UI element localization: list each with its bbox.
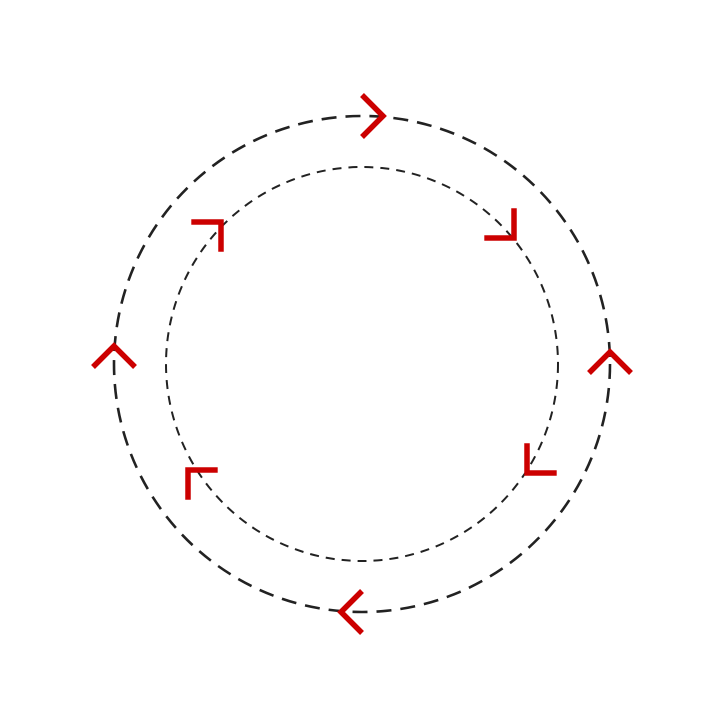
chevron-down-right-icon bbox=[484, 208, 517, 241]
outer-ring bbox=[112, 114, 612, 614]
outer-ring-arrows bbox=[91, 93, 633, 635]
chevron-up-right-icon bbox=[191, 219, 224, 252]
inner-ring-arrows bbox=[185, 208, 557, 500]
chevron-down-left-icon bbox=[524, 443, 557, 476]
inner-ring bbox=[165, 166, 559, 562]
chevron-up-icon bbox=[587, 348, 633, 375]
chevron-up-left-icon bbox=[185, 467, 218, 500]
chevron-left-icon bbox=[337, 589, 364, 635]
chevron-up-icon bbox=[91, 342, 137, 369]
chevron-right-icon bbox=[360, 93, 387, 139]
